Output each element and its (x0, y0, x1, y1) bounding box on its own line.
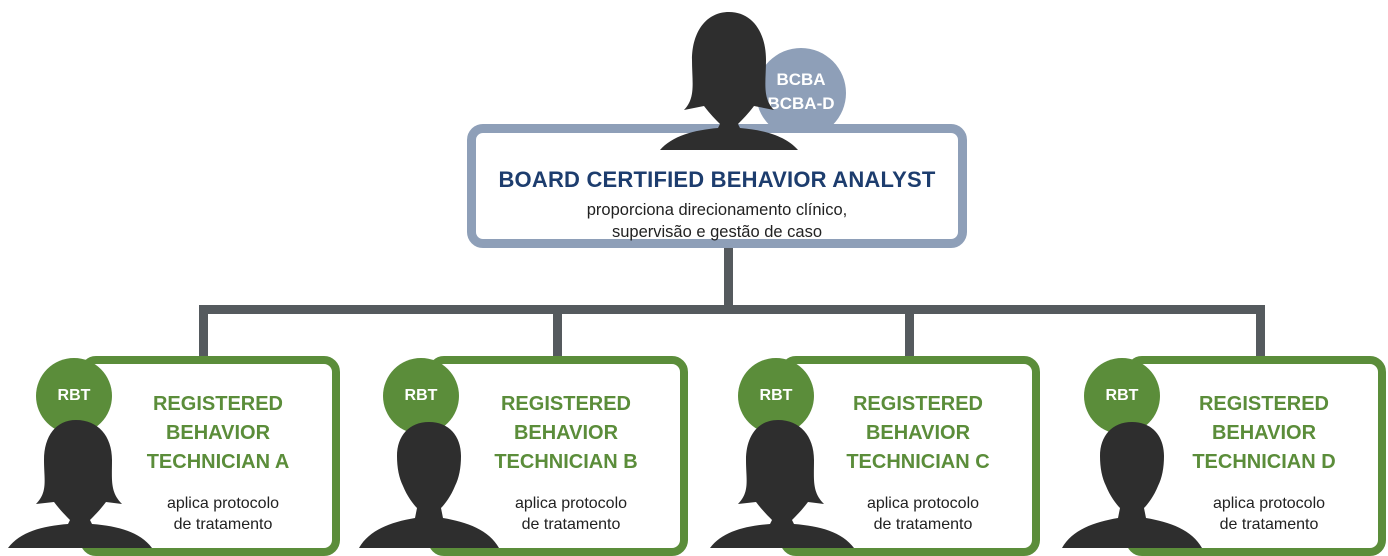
supervisor-desc-line2: supervisão e gestão de caso (611, 223, 823, 241)
female-silhouette-icon (660, 12, 798, 150)
technician-description: aplica protocolo de tratamento (496, 493, 646, 535)
technician-title: REGISTERED BEHAVIOR TECHNICIAN C (818, 390, 1018, 477)
technician-title: REGISTERED BEHAVIOR TECHNICIAN B (466, 390, 666, 477)
technician-description: aplica protocolo de tratamento (148, 493, 298, 535)
bcba-badge-line1: BCBA (776, 70, 826, 89)
technician-title-line1: REGISTERED (852, 393, 984, 415)
technician-title: REGISTERED BEHAVIOR TECHNICIAN A (118, 390, 318, 477)
connector-drop-b (553, 305, 562, 361)
technician-description: aplica protocolo de tratamento (1194, 493, 1344, 535)
supervisor-desc-line1: proporciona direcionamento clínico, (586, 201, 848, 219)
supervisor-title: BOARD CERTIFIED BEHAVIOR ANALYST (498, 167, 936, 192)
male-silhouette-icon (1062, 422, 1202, 548)
supervisor-card: BOARD CERTIFIED BEHAVIOR ANALYST proporc… (467, 124, 967, 248)
connector-drop-d (1256, 305, 1265, 361)
bcba-badge: BCBA BCBA-D (756, 48, 846, 138)
male-silhouette-icon (359, 422, 499, 548)
technician-desc-line2: de tratamento (873, 516, 973, 533)
technician-description: aplica protocolo de tratamento (848, 493, 998, 535)
connector-horizontal (199, 305, 1265, 314)
technician-desc-line2: de tratamento (173, 516, 273, 533)
technician-title-line2: BEHAVIOR (165, 422, 271, 444)
technician-title: REGISTERED BEHAVIOR TECHNICIAN D (1164, 390, 1364, 477)
technician-title-line3: TECHNICIAN D (1192, 451, 1336, 473)
technician-desc-line1: aplica protocolo (166, 495, 280, 512)
connector-vertical-top (724, 248, 733, 310)
technician-desc-line2: de tratamento (1219, 516, 1319, 533)
rbt-badge-b: RBT (383, 358, 459, 434)
connector-drop-c (905, 305, 914, 361)
supervisor-description: proporciona direcionamento clínico, supe… (476, 199, 958, 243)
female-silhouette-icon (710, 420, 854, 548)
rbt-badge-d: RBT (1084, 358, 1160, 434)
technician-desc-line1: aplica protocolo (514, 495, 628, 512)
technician-title-line3: TECHNICIAN B (494, 451, 638, 473)
bcba-badge-line2: BCBA-D (767, 94, 835, 113)
technician-desc-line1: aplica protocolo (866, 495, 980, 512)
technician-card-a: REGISTERED BEHAVIOR TECHNICIAN A aplica … (80, 356, 340, 556)
technician-title-line2: BEHAVIOR (513, 422, 619, 444)
connector-drop-a (199, 305, 208, 361)
technician-title-line2: BEHAVIOR (865, 422, 971, 444)
technician-card-d: REGISTERED BEHAVIOR TECHNICIAN D aplica … (1126, 356, 1386, 556)
technician-title-line1: REGISTERED (152, 393, 284, 415)
technician-card-c: REGISTERED BEHAVIOR TECHNICIAN C aplica … (780, 356, 1040, 556)
technician-title-line3: TECHNICIAN A (146, 451, 290, 473)
technician-desc-line2: de tratamento (521, 516, 621, 533)
technician-title-line3: TECHNICIAN C (846, 451, 990, 473)
technician-title-line1: REGISTERED (1198, 393, 1330, 415)
technician-desc-line1: aplica protocolo (1212, 495, 1326, 512)
female-silhouette-icon (8, 420, 152, 548)
technician-title-line2: BEHAVIOR (1211, 422, 1317, 444)
technician-title-line1: REGISTERED (500, 393, 632, 415)
